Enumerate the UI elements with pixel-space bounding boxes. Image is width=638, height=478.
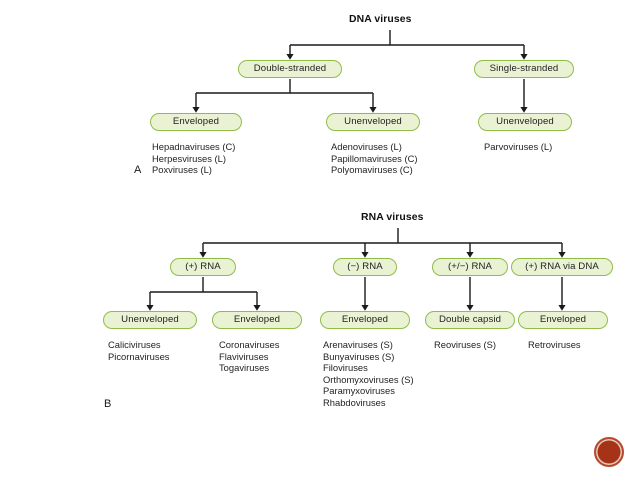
- node-double-stranded[interactable]: Double-stranded: [238, 60, 342, 78]
- list-dna-ds-unenveloped: Adenoviruses (L) Papillomaviruses (C) Po…: [331, 141, 417, 176]
- list-item: Picornaviruses: [108, 350, 170, 362]
- list-rna-plus-unenveloped: Caliciviruses Picornaviruses: [108, 339, 169, 362]
- list-item: Rhabdoviruses: [323, 396, 386, 408]
- red-circle-marker: [594, 437, 624, 467]
- list-item: Retroviruses: [528, 339, 581, 350]
- list-rna-minus-enveloped: Arenaviruses (S) Bunyaviruses (S) Filovi…: [323, 339, 414, 409]
- list-item: Hepadnaviruses (C): [152, 141, 236, 152]
- node-rna-retro-enveloped[interactable]: Enveloped: [518, 311, 608, 329]
- list-item: Coronaviruses: [219, 339, 280, 350]
- node-plus-rna-via-dna[interactable]: (+) RNA via DNA: [511, 258, 613, 276]
- list-item: Caliciviruses: [108, 339, 161, 350]
- list-dna-ss-unenveloped: Parvoviruses (L): [484, 141, 552, 153]
- list-rna-retro-enveloped: Retroviruses: [528, 339, 581, 351]
- node-dna-ds-unenveloped[interactable]: Unenveloped: [326, 113, 420, 131]
- list-item: Flaviviruses: [219, 350, 269, 362]
- panel-b-root-title: RNA viruses: [361, 212, 424, 223]
- list-rna-plus-enveloped: Coronaviruses Flaviviruses Togaviruses: [219, 339, 279, 374]
- node-minus-rna[interactable]: (−) RNA: [333, 258, 397, 276]
- list-item: Parvoviruses (L): [484, 141, 553, 152]
- node-rna-plus-unenveloped[interactable]: Unenveloped: [103, 311, 197, 329]
- node-single-stranded[interactable]: Single-stranded: [474, 60, 574, 78]
- list-item: Poxviruses (L): [152, 164, 212, 176]
- node-rna-plusminus-double-capsid[interactable]: Double capsid: [425, 311, 515, 329]
- list-item: Arenaviruses (S): [323, 339, 393, 350]
- list-rna-plusminus-double-capsid: Reoviruses (S): [434, 339, 496, 351]
- node-rna-minus-enveloped[interactable]: Enveloped: [320, 311, 410, 329]
- list-dna-ds-enveloped: Hepadnaviruses (C) Herpesviruses (L) Pox…: [152, 141, 235, 176]
- list-item: Polyomaviruses (C): [331, 164, 413, 176]
- node-rna-plus-enveloped[interactable]: Enveloped: [212, 311, 302, 329]
- list-item: Reoviruses (S): [434, 339, 496, 350]
- panel-a-letter: A: [134, 164, 142, 176]
- node-plus-rna[interactable]: (+) RNA: [170, 258, 236, 276]
- list-item: Papillomaviruses (C): [331, 152, 418, 164]
- list-item: Bunyaviruses (S): [323, 350, 395, 362]
- list-item: Paramyxoviruses: [323, 385, 395, 397]
- panel-b-letter: B: [104, 398, 112, 410]
- list-item: Orthomyxoviruses (S): [323, 373, 414, 385]
- list-item: Adenoviruses (L): [331, 141, 402, 152]
- list-item: Herpesviruses (L): [152, 152, 226, 164]
- node-dna-ds-enveloped[interactable]: Enveloped: [150, 113, 242, 131]
- list-item: Togaviruses: [219, 362, 270, 374]
- list-item: Filoviruses: [323, 362, 368, 374]
- node-dna-ss-unenveloped[interactable]: Unenveloped: [478, 113, 572, 131]
- node-plusminus-rna[interactable]: (+/−) RNA: [432, 258, 508, 276]
- panel-a-root-title: DNA viruses: [349, 14, 412, 25]
